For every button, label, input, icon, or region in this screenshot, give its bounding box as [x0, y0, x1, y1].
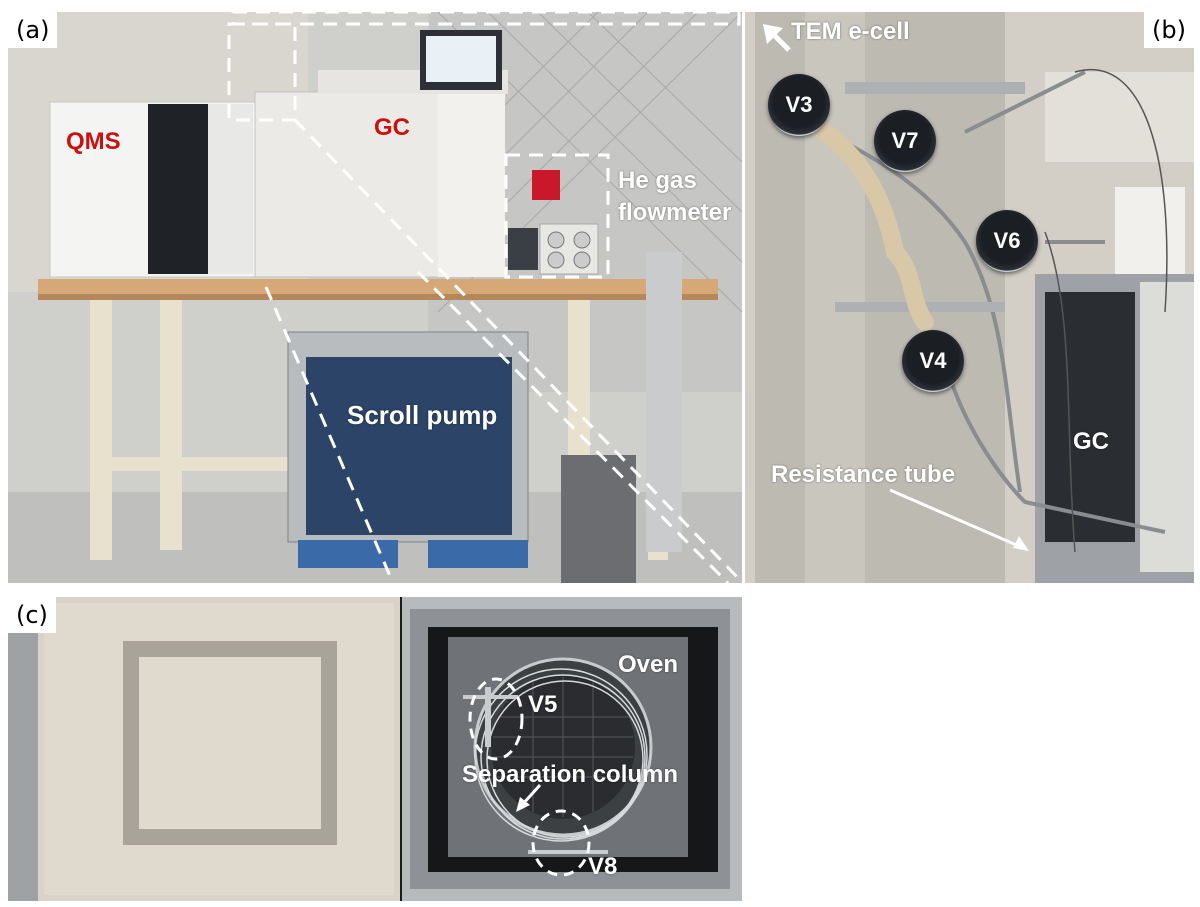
valve-v7-label: V7 [891, 128, 919, 153]
panel-b-label: (b) [1144, 12, 1194, 48]
valve-v3: V3 [768, 74, 830, 136]
qms-label: QMS [66, 128, 121, 155]
v5-label: V5 [528, 691, 558, 718]
panel-c-scene [8, 597, 742, 901]
scroll-pump-label: Scroll pump [347, 400, 498, 430]
panel-a-photo: (a) QMS GC He gas flowmeter Scroll pump [8, 12, 742, 583]
separation-column-label: Separation column [462, 761, 679, 788]
flowmeter-label: flowmeter [618, 199, 732, 226]
panel-a-scene [8, 12, 742, 583]
v8-label: V8 [588, 853, 618, 880]
valve-v7: V7 [874, 110, 936, 172]
resistance-tube-label: Resistance tube [771, 461, 956, 488]
panel-c-label: (c) [8, 597, 56, 633]
gc-label: GC [374, 114, 410, 141]
he-gas-label: He gas [618, 167, 697, 194]
tem-ecell-label: TEM e-cell [791, 18, 910, 45]
panel-c-photo: (c) Oven V5 Separation column V8 [8, 597, 742, 901]
valve-v6-label: V6 [993, 228, 1021, 253]
valve-v3-label: V3 [785, 92, 813, 117]
valve-v6: V6 [976, 210, 1038, 272]
panel-a-label: (a) [8, 12, 58, 48]
oven-label: Oven [618, 651, 679, 678]
panel-b-photo: (b) TEM e-cell V3 V7 V6 V4 GC Resistance… [745, 12, 1194, 583]
valve-v4-label: V4 [919, 348, 947, 373]
valve-v4: V4 [902, 330, 964, 392]
gc-b-label: GC [1073, 428, 1109, 455]
